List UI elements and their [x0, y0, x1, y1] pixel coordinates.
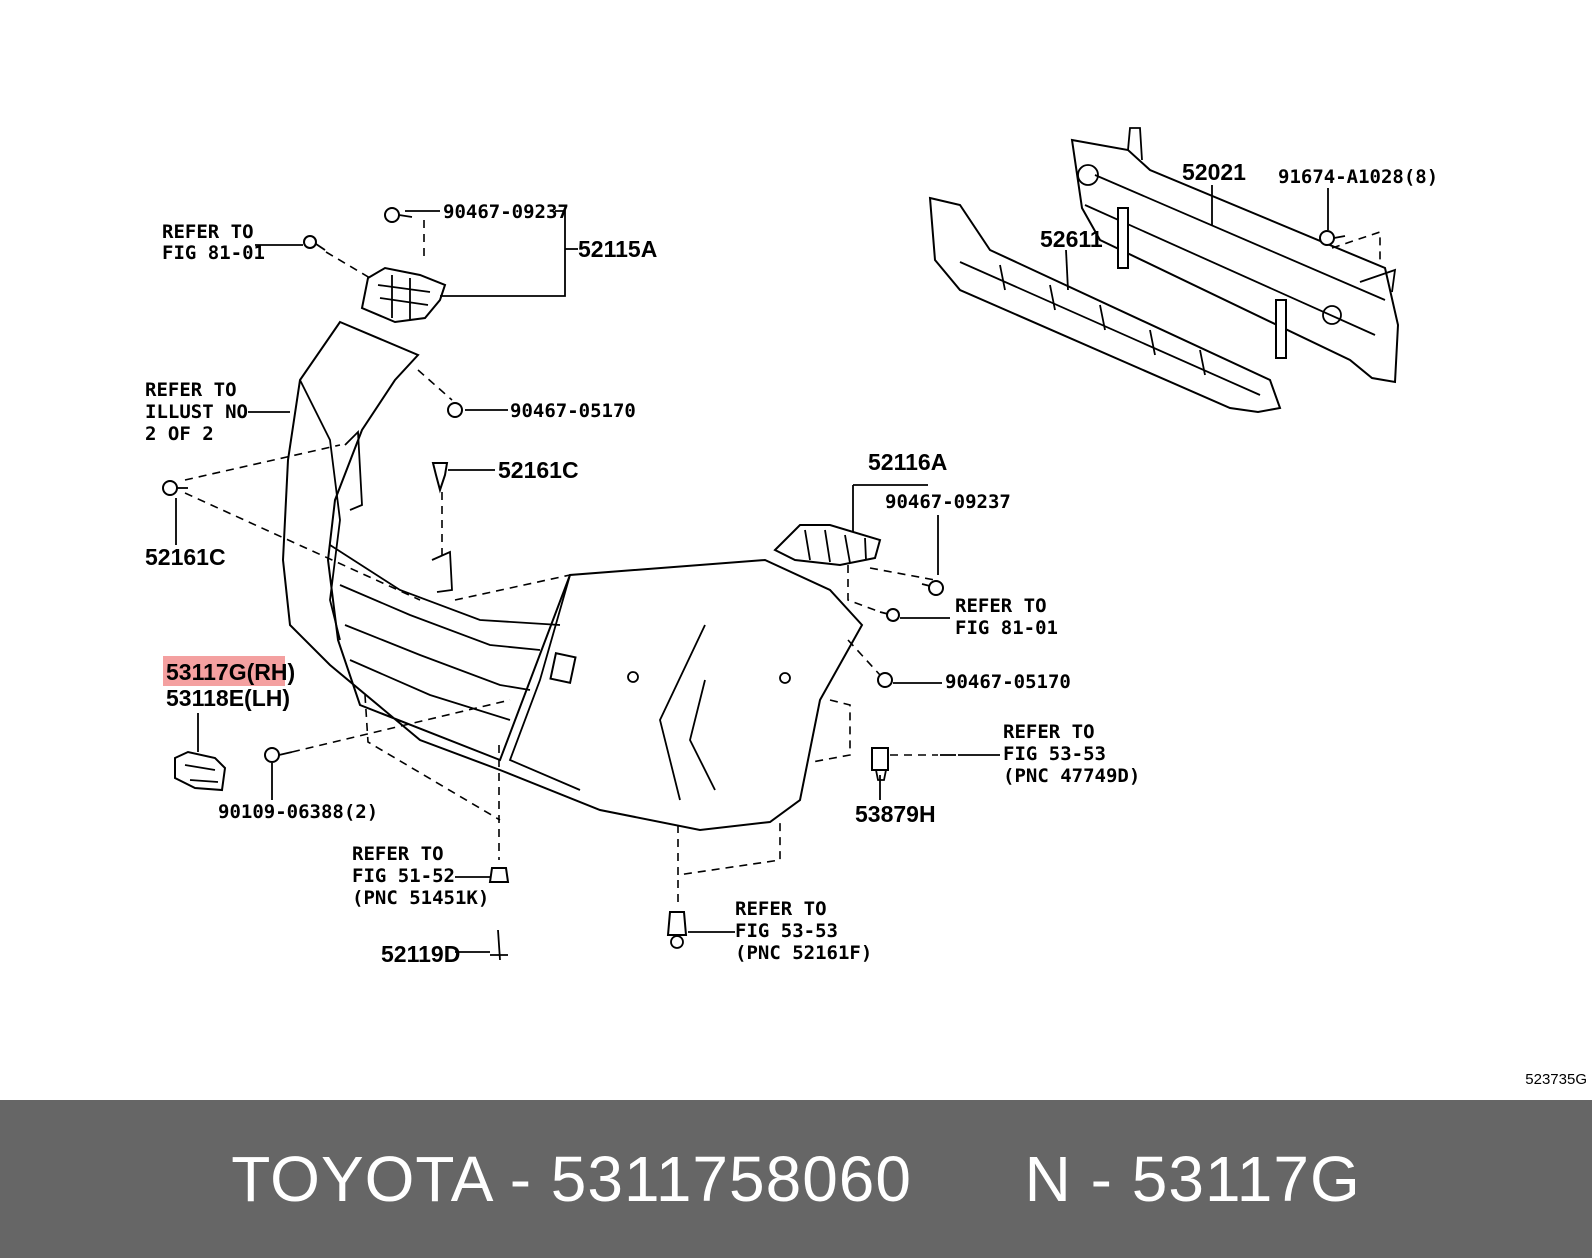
callout-refer-81-top-l2: FIG 81-01	[162, 242, 265, 264]
footer-bar: TOYOTA - 5311758060 N - 53117G	[0, 1100, 1592, 1258]
dashed-lines	[184, 220, 1381, 905]
callout-52116A: 52116A	[868, 449, 947, 475]
callout-refer-81-top-l1: REFER TO	[162, 221, 254, 243]
callout-refer-5353-bottom-l3: (PNC 52161F)	[735, 942, 872, 964]
callout-52161C-left: 52161C	[145, 544, 226, 570]
callout-refer-illust-l3: 2 OF 2	[145, 423, 214, 445]
diagram-code: 523735G	[1525, 1071, 1587, 1088]
callout-52021: 52021	[1182, 159, 1246, 185]
bumper-cover	[281, 320, 864, 832]
callout-refer-5152-l1: REFER TO	[352, 843, 444, 865]
bumper-absorber	[928, 196, 1282, 414]
callout-labels: 90467-09237 52115A REFER TO FIG 81-01 RE…	[145, 159, 1587, 1088]
callout-refer-5152-l2: FIG 51-52	[352, 865, 455, 887]
callout-52611: 52611	[1040, 226, 1103, 252]
callout-91674-A1028: 91674-A1028(8)	[1278, 166, 1438, 188]
highlight-box	[163, 656, 285, 686]
callout-90467-09237-top: 90467-09237	[443, 201, 569, 223]
callout-52115A: 52115A	[578, 236, 657, 262]
bracket-53117G	[174, 750, 227, 792]
callout-90467-05170-right: 90467-05170	[945, 671, 1071, 693]
callout-refer-illust-l1: REFER TO	[145, 379, 237, 401]
callout-refer-5353-right-l2: FIG 53-53	[1003, 743, 1106, 765]
callout-90467-05170-top: 90467-05170	[510, 400, 636, 422]
callout-52161C-mid: 52161C	[498, 457, 579, 483]
bracket-52116A	[773, 524, 882, 567]
callout-53117G-rh: 53117G(RH)	[166, 659, 295, 685]
callout-refer-5353-bottom-l2: FIG 53-53	[735, 920, 838, 942]
callout-53118E-lh: 53118E(LH)	[166, 685, 290, 711]
sensor-53879H	[871, 747, 889, 781]
callout-refer-5353-bottom-l1: REFER TO	[735, 898, 827, 920]
callout-refer-5353-right-l3: (PNC 47749D)	[1003, 765, 1140, 787]
callout-refer-5353-right-l1: REFER TO	[1003, 721, 1095, 743]
callout-refer-5152-l3: (PNC 51451K)	[352, 887, 489, 909]
fasteners	[162, 207, 1346, 961]
callout-90109-06388: 90109-06388(2)	[218, 801, 378, 823]
bracket-52115A	[360, 266, 447, 324]
footer-title: TOYOTA - 5311758060 N - 53117G	[231, 1143, 1361, 1215]
callout-refer-81-right-l1: REFER TO	[955, 595, 1047, 617]
callout-refer-illust-l2: ILLUST NO	[145, 401, 248, 423]
parts-diagram: 90467-09237 52115A REFER TO FIG 81-01 RE…	[145, 127, 1587, 1088]
callout-52119D: 52119D	[381, 941, 460, 967]
leader-lines	[175, 185, 1329, 953]
bumper-reinforcement	[1070, 127, 1400, 384]
callout-refer-81-right-l2: FIG 81-01	[955, 617, 1058, 639]
callout-90467-09237-right: 90467-09237	[885, 491, 1011, 513]
callout-53879H: 53879H	[855, 801, 936, 827]
